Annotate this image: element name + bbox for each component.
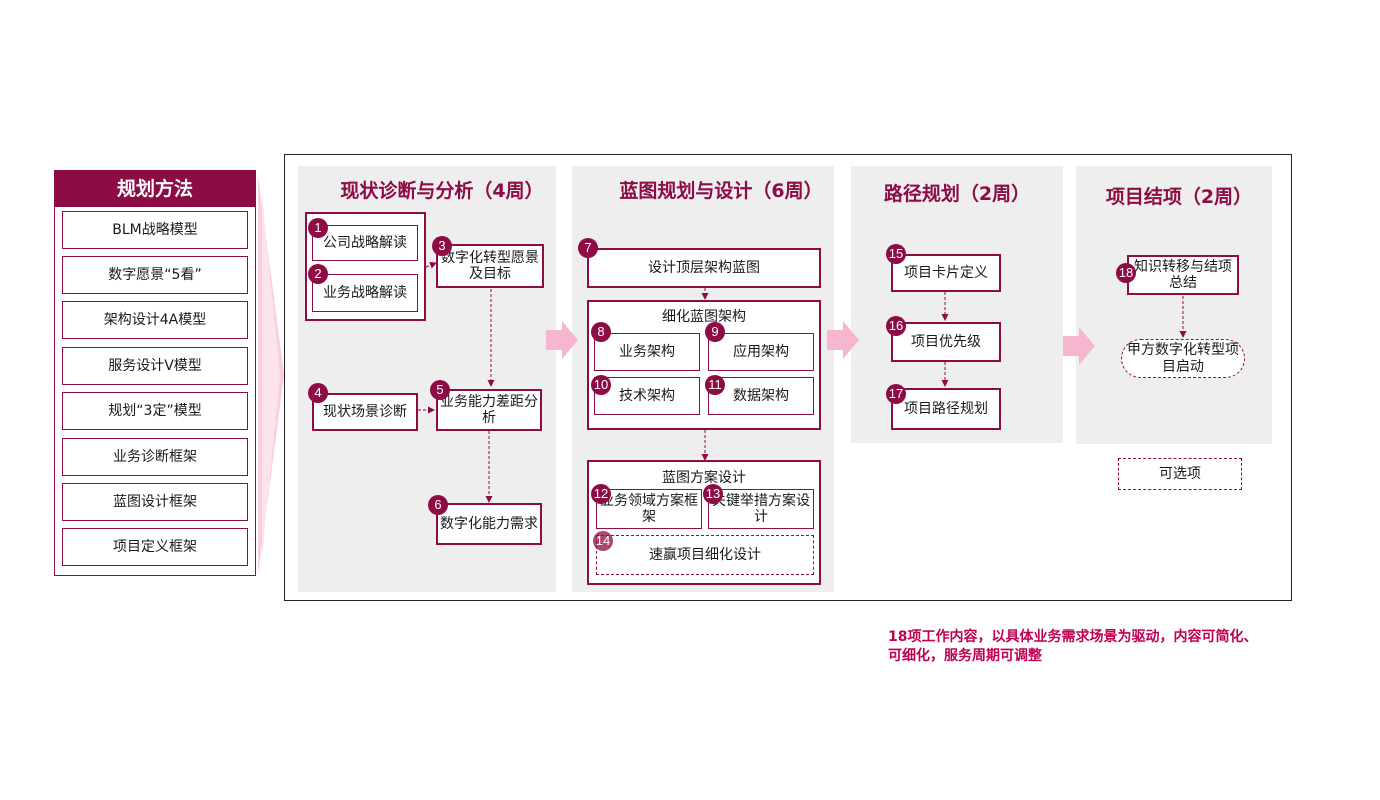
step-number-badge: 8 xyxy=(591,322,611,342)
footnote: 18项工作内容，以具体业务需求场景为驱动，内容可简化、可细化，服务周期可调整 xyxy=(888,629,1258,664)
step-number-badge: 10 xyxy=(591,375,611,395)
method-item: 规划“3定”模型 xyxy=(62,392,248,430)
method-item: BLM战略模型 xyxy=(62,211,248,249)
phase-title: 路径规划（2周） xyxy=(883,183,1031,205)
phase-title: 项目结项（2周） xyxy=(1105,186,1253,208)
step-9-box: 应用架构 xyxy=(708,333,814,371)
step-15-box: 项目卡片定义 xyxy=(891,254,1001,292)
step-number-badge: 14 xyxy=(593,531,613,551)
step-17-box: 项目路径规划 xyxy=(891,388,1001,430)
step-2-box: 业务战略解读 xyxy=(312,274,418,312)
step-4-box: 现状场景诊断 xyxy=(312,393,418,431)
step-number-badge: 6 xyxy=(428,495,448,515)
step-18-box: 知识转移与结项总结 xyxy=(1127,255,1239,295)
step-number-badge: 2 xyxy=(308,264,328,284)
method-item: 服务设计V模型 xyxy=(62,347,248,385)
step-1-box: 公司战略解读 xyxy=(312,225,418,261)
step-3-box: 数字化转型愿景及目标 xyxy=(436,244,544,288)
step-number-badge: 16 xyxy=(886,316,906,336)
method-item: 数字愿景“5看” xyxy=(62,256,248,294)
phase-panel-closure xyxy=(1076,166,1272,444)
step-6-box: 数字化能力需求 xyxy=(436,503,542,545)
phase-arrow-icon xyxy=(1063,327,1095,365)
blueprint-plan-label: 蓝图方案设计 xyxy=(662,470,746,486)
phase-title: 现状诊断与分析（4周） xyxy=(340,180,544,202)
step-number-badge: 7 xyxy=(578,238,598,258)
legend-optional: 可选项 xyxy=(1118,458,1242,490)
step-number-badge: 13 xyxy=(703,484,723,504)
method-item: 架构设计4A模型 xyxy=(62,301,248,339)
methods-funnel-shape xyxy=(258,175,284,575)
step-number-badge: 1 xyxy=(308,218,328,238)
phase-arrow-icon xyxy=(546,321,578,359)
step-13-box: 关键举措方案设计 xyxy=(708,489,814,529)
step-number-badge: 4 xyxy=(308,383,328,403)
step-11-box: 数据架构 xyxy=(708,377,814,415)
step-8-box: 业务架构 xyxy=(594,333,700,371)
methods-title: 规划方法 xyxy=(55,171,255,207)
step-number-badge: 18 xyxy=(1116,263,1136,283)
step-16-box: 项目优先级 xyxy=(891,322,1001,362)
refine-blueprint-label: 细化蓝图架构 xyxy=(662,309,746,325)
methods-panel: 规划方法 BLM战略模型 数字愿景“5看” 架构设计4A模型 服务设计V模型 规… xyxy=(54,170,256,576)
method-item: 业务诊断框架 xyxy=(62,438,248,476)
method-item: 项目定义框架 xyxy=(62,528,248,566)
step-number-badge: 17 xyxy=(886,384,906,404)
step-number-badge: 12 xyxy=(591,484,611,504)
phase-arrow-icon xyxy=(827,321,859,359)
method-item: 蓝图设计框架 xyxy=(62,483,248,521)
step-number-badge: 11 xyxy=(705,375,725,395)
step-5-box: 业务能力差距分析 xyxy=(436,389,542,431)
step-number-badge: 15 xyxy=(886,244,906,264)
step-number-badge: 5 xyxy=(430,380,450,400)
phase-title: 蓝图规划与设计（6周） xyxy=(619,180,823,202)
step-number-badge: 3 xyxy=(432,236,452,256)
optional-project-kickoff: 甲方数字化转型项目启动 xyxy=(1121,339,1245,378)
step-number-badge: 9 xyxy=(705,322,725,342)
step-10-box: 技术架构 xyxy=(594,377,700,415)
step-14-box-optional: 速赢项目细化设计 xyxy=(596,535,814,575)
step-7-box: 设计顶层架构蓝图 xyxy=(587,248,821,288)
step-12-box: 业务领域方案框架 xyxy=(596,489,702,529)
process-frame xyxy=(284,154,1292,601)
